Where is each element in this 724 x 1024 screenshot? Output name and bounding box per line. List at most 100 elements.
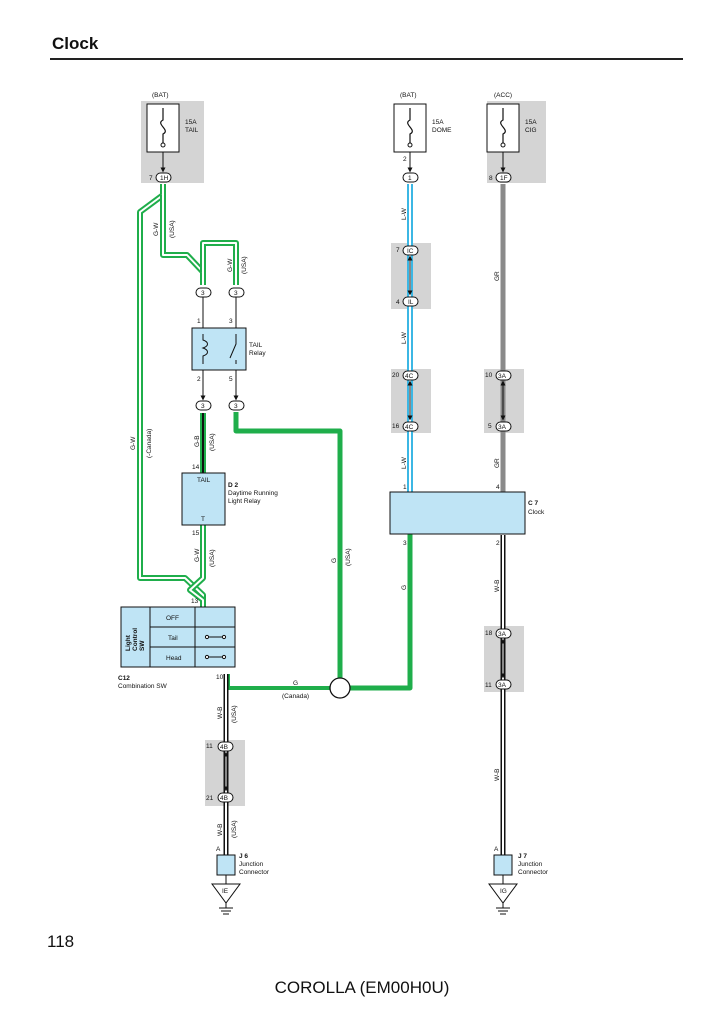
svg-text:10: 10 [485, 372, 493, 379]
svg-text:1H: 1H [160, 175, 169, 182]
svg-text:SW: SW [139, 640, 146, 651]
svg-text:G: G [331, 558, 338, 563]
svg-text:21: 21 [206, 795, 214, 802]
svg-text:CIG: CIG [525, 127, 537, 134]
svg-text:3: 3 [234, 403, 238, 410]
svg-text:15A: 15A [525, 119, 537, 126]
svg-text:W-B: W-B [494, 579, 501, 592]
svg-text:Relay: Relay [249, 350, 266, 357]
svg-text:DOME: DOME [432, 127, 452, 134]
svg-text:D 2: D 2 [228, 482, 239, 489]
tail-relay: 3 3 1 3 TAIL Relay 2 5 3 3 [191, 287, 266, 411]
svg-text:L-W: L-W [401, 456, 408, 469]
svg-text:3: 3 [403, 540, 407, 547]
connector-ic-il: 7 IC 4 IL [396, 245, 419, 307]
svg-text:TAIL: TAIL [197, 477, 211, 484]
svg-text:1: 1 [197, 318, 201, 325]
svg-text:3A: 3A [498, 682, 507, 689]
wire-g-canada [226, 674, 340, 690]
svg-text:1: 1 [403, 484, 407, 491]
svg-text:(USA): (USA) [231, 820, 238, 838]
svg-text:(USA): (USA) [169, 220, 176, 238]
svg-text:4: 4 [496, 484, 500, 491]
svg-text:7: 7 [396, 247, 400, 254]
svg-text:(-Canada): (-Canada) [146, 429, 153, 458]
svg-text:C12: C12 [118, 675, 130, 682]
svg-text:Daytime Running: Daytime Running [228, 490, 278, 497]
svg-text:G-W: G-W [194, 548, 201, 562]
svg-text:(Canada): (Canada) [282, 693, 309, 700]
svg-text:15: 15 [192, 530, 200, 537]
svg-text:(USA): (USA) [209, 549, 216, 567]
svg-text:1F: 1F [500, 175, 508, 182]
svg-text:A: A [216, 846, 221, 853]
svg-text:OFF: OFF [166, 615, 179, 622]
svg-text:TAIL: TAIL [249, 342, 263, 349]
wire-g-usa [233, 412, 413, 691]
svg-text:3: 3 [201, 403, 205, 410]
svg-text:J 6: J 6 [239, 853, 248, 860]
svg-text:A: A [494, 846, 499, 853]
svg-text:Clock: Clock [528, 509, 545, 516]
svg-text:3A: 3A [498, 631, 507, 638]
svg-text:16: 16 [392, 423, 400, 430]
footer-model-code: COROLLA (EM00H0U) [274, 978, 450, 997]
svg-text:IC: IC [407, 248, 414, 255]
title-divider [50, 58, 683, 60]
svg-text:5: 5 [229, 376, 233, 383]
fuse-tail: (BAT) 15A TAIL 7 1H [146, 92, 199, 183]
wire-gw-canada [137, 184, 206, 607]
svg-text:4C: 4C [405, 373, 414, 380]
svg-text:4B: 4B [220, 744, 228, 751]
svg-text:Junction: Junction [239, 861, 264, 868]
connector-4b: 11 4B 21 4B [206, 741, 234, 803]
svg-text:GR: GR [494, 458, 501, 468]
connector-4c: 20 4C 16 4C [392, 370, 419, 432]
svg-text:4B: 4B [220, 795, 228, 802]
svg-text:(USA): (USA) [345, 548, 352, 566]
page-title: Clock [52, 34, 99, 53]
svg-text:13: 13 [191, 598, 199, 605]
svg-text:T: T [201, 516, 205, 523]
svg-text:3: 3 [229, 318, 233, 325]
svg-text:Connector: Connector [239, 869, 270, 876]
svg-text:10: 10 [216, 674, 224, 681]
svg-text:C 7: C 7 [528, 500, 539, 507]
svg-text:W-B: W-B [217, 823, 224, 836]
svg-text:15A: 15A [185, 119, 197, 126]
svg-text:(ACC): (ACC) [494, 92, 512, 99]
svg-text:(USA): (USA) [231, 705, 238, 723]
svg-text:W-B: W-B [494, 768, 501, 781]
c12-combination-switch: 13 OFF Tail Head Light Control SW 10 C12… [118, 598, 236, 690]
svg-text:4: 4 [396, 299, 400, 306]
c7-clock: 1 4 C 7 Clock 3 2 [389, 484, 545, 547]
svg-text:G-W: G-W [227, 258, 234, 272]
svg-text:2: 2 [197, 376, 201, 383]
svg-text:Light Relay: Light Relay [228, 498, 261, 505]
svg-text:11: 11 [206, 743, 213, 750]
connector-3a-upper: 10 3A 5 3A [485, 370, 512, 432]
svg-text:1: 1 [408, 175, 412, 182]
svg-text:Connector: Connector [518, 869, 549, 876]
d2-daytime-running-light-relay: 14 TAIL T D 2 Daytime Running Light Rela… [181, 464, 278, 537]
svg-text:Junction: Junction [518, 861, 543, 868]
svg-text:IL: IL [408, 299, 414, 306]
svg-text:Tail: Tail [168, 635, 178, 642]
svg-text:L-W: L-W [401, 207, 408, 220]
svg-text:(USA): (USA) [241, 256, 248, 274]
svg-text:GR: GR [494, 271, 501, 281]
svg-text:L-W: L-W [401, 331, 408, 344]
svg-text:J 7: J 7 [518, 853, 527, 860]
svg-text:20: 20 [392, 372, 400, 379]
j7-junction-connector: A J 7 Junction Connector IG [488, 846, 549, 915]
svg-text:G: G [293, 680, 298, 687]
svg-text:G-W: G-W [130, 436, 137, 450]
fuse-cig: (ACC) 15A CIG 8 1F [486, 92, 537, 183]
svg-text:18: 18 [485, 630, 493, 637]
page-number: 118 [47, 932, 75, 951]
svg-text:IE: IE [222, 888, 229, 895]
svg-text:15A: 15A [432, 119, 444, 126]
svg-text:Control: Control [132, 628, 139, 651]
svg-text:14: 14 [192, 464, 200, 471]
